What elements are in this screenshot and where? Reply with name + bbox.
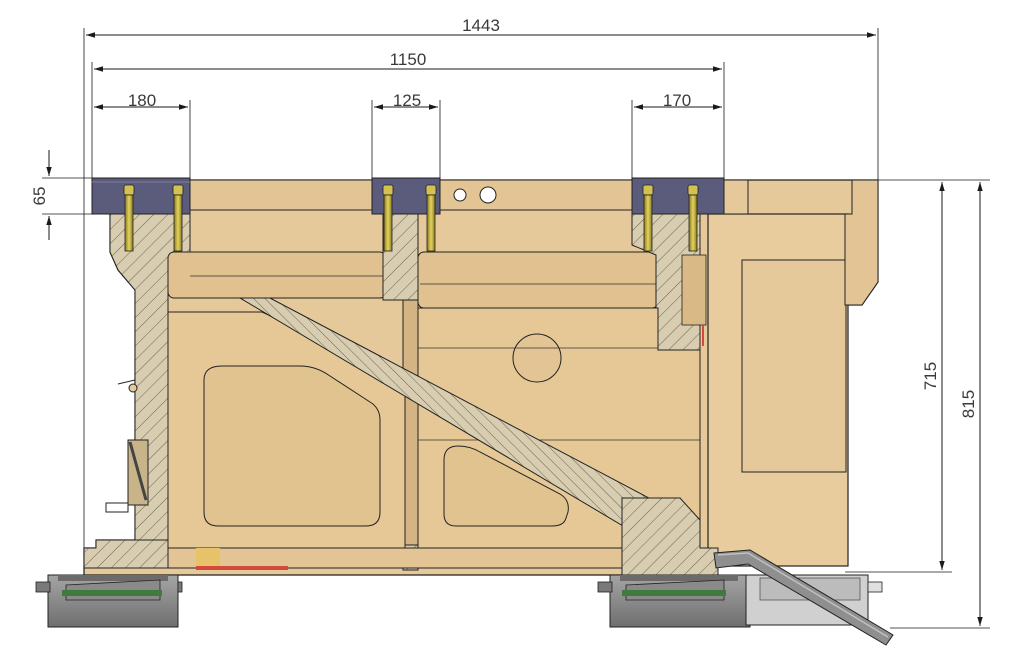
dim-label-715: 715 [921, 362, 940, 390]
left-side-wiper-assembly [105, 379, 149, 513]
dim-label-1150: 1150 [390, 50, 427, 69]
coolant-port-circle [512, 333, 562, 383]
right-column-cap [723, 179, 749, 215]
dim-label-815: 815 [959, 390, 978, 418]
upper-rail-beam-left [167, 251, 387, 299]
bolt [382, 184, 394, 252]
bolt [687, 184, 699, 252]
dim-label-180: 180 [128, 91, 156, 110]
bottom-slab-yellow-mark [196, 548, 220, 568]
leveling-foot-right [597, 574, 751, 628]
leveling-foot-left [35, 574, 183, 628]
bolt [172, 184, 184, 252]
bottom-slab [167, 547, 624, 569]
top-hole-small [453, 188, 467, 202]
bolt [642, 184, 654, 252]
dimension-annotations: 1443 1150 180 125 170 65 715 815 [30, 16, 990, 629]
right-chamber-window [443, 445, 569, 527]
right-gib-detail [681, 254, 707, 326]
right-column-step [844, 179, 879, 306]
mounting-bolts [123, 184, 699, 252]
machine-base-casting [83, 179, 879, 576]
dim-label-170: 170 [663, 91, 691, 110]
bolt [425, 184, 437, 252]
left-chamber-window [203, 365, 381, 527]
dim-label-125: 125 [393, 91, 421, 110]
left-bottom-section [83, 539, 169, 569]
upper-rail-beam-right [417, 251, 659, 309]
top-hole-large [479, 186, 497, 204]
bottom-slab-red-strip [196, 566, 288, 570]
dim-label-1443: 1443 [462, 16, 500, 35]
right-column-inner-panel [741, 259, 847, 473]
bolt [123, 184, 135, 252]
chip-chute [713, 549, 894, 646]
dim-label-65: 65 [30, 187, 49, 206]
